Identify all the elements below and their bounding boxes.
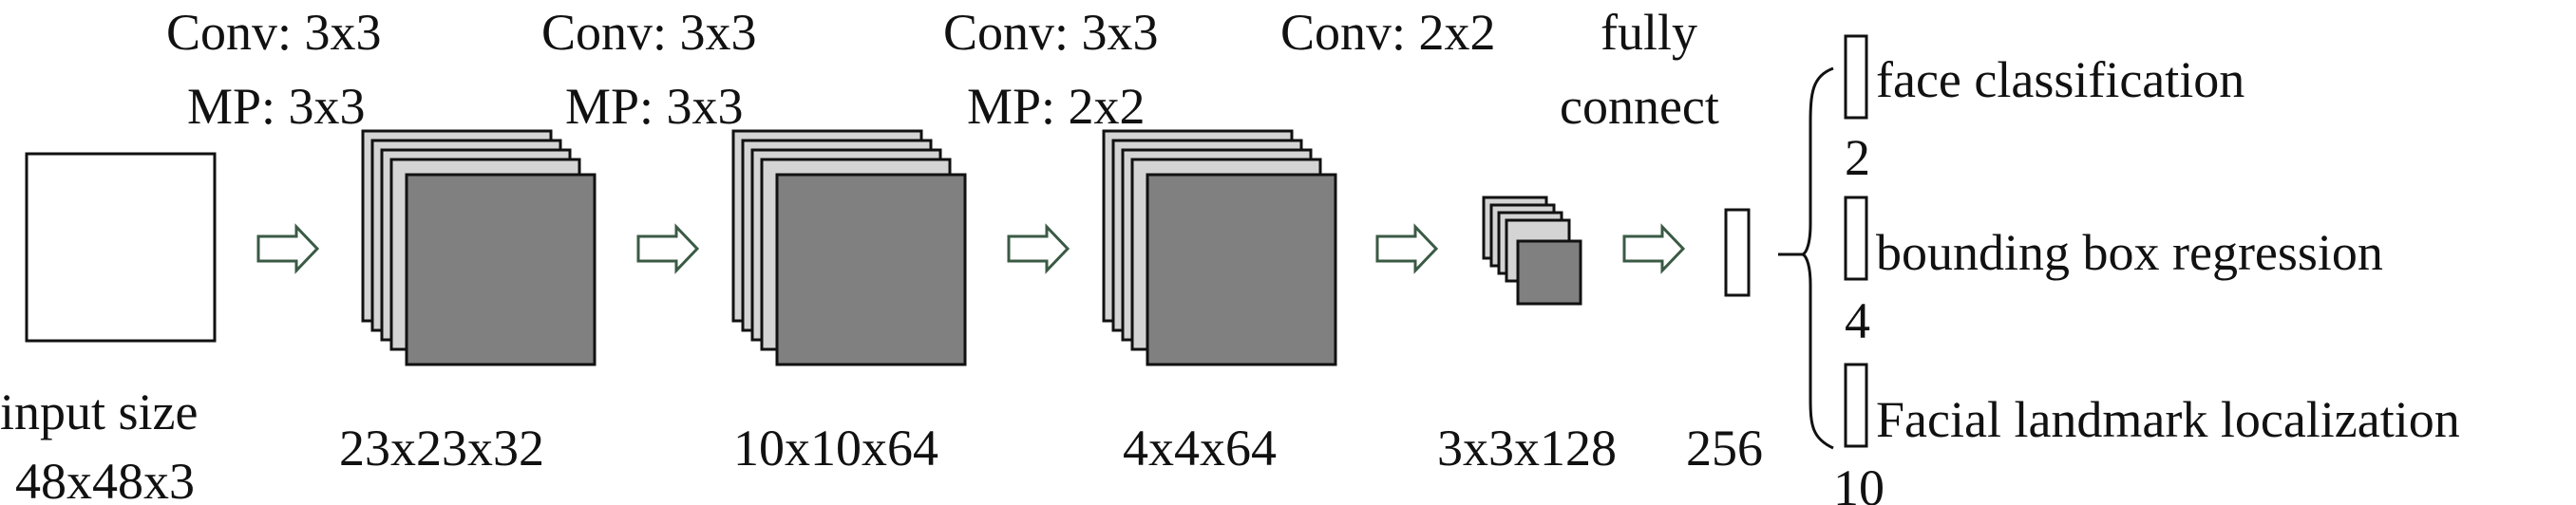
input-image-box [25,152,217,343]
fc-label-line2: connect [1560,78,1719,135]
arrow-conv3-to-conv4 [1375,223,1439,274]
arrow-conv1-to-conv2 [636,223,700,274]
conv4-feature-front [1516,239,1582,306]
conv4-feature-stack [1482,196,1582,306]
conv3-kernel-label: Conv: 3x3 [943,4,1159,61]
conv1-output-size: 23x23x32 [339,420,544,477]
conv1-feature-front [405,173,597,366]
conv3-feature-front [1146,173,1337,366]
outputs-brace [1799,66,1834,450]
conv2-pool-label: MP: 3x3 [565,78,744,135]
conv1-pool-label: MP: 3x3 [187,78,366,135]
arrow-conv2-to-conv3 [1007,223,1070,274]
landmark-localization-output-box [1844,363,1868,448]
bbox-regression-label: bounding box regression [1876,224,2383,281]
conv3-pool-label: MP: 2x2 [967,78,1146,135]
bbox-regression-dim: 4 [1845,292,1870,349]
arrow-input-to-conv1 [256,223,320,274]
face-classification-label: face classification [1876,51,2245,108]
conv2-output-size: 10x10x64 [733,420,938,477]
arrow-conv4-to-fc [1622,223,1686,274]
conv4-output-size: 3x3x128 [1437,420,1617,477]
conv2-feature-stack [731,129,967,366]
bbox-regression-output-box [1844,196,1868,281]
face-classification-dim: 2 [1845,129,1870,186]
input-size-label: input size [0,383,198,440]
input-dims-label: 48x48x3 [15,453,195,505]
face-classification-output-box [1844,34,1868,120]
landmark-localization-label: Facial landmark localization [1876,391,2460,448]
fc-label-line1: fully [1601,4,1697,61]
conv1-feature-stack [361,129,597,366]
conv2-feature-front [775,173,967,366]
conv3-output-size: 4x4x64 [1123,420,1277,477]
conv3-feature-stack [1102,129,1337,366]
fc-vector-box [1724,208,1751,297]
fc-output-size: 256 [1686,420,1763,477]
conv1-kernel-label: Conv: 3x3 [166,4,382,61]
conv2-kernel-label: Conv: 3x3 [541,4,757,61]
landmark-localization-dim: 10 [1833,459,1885,505]
conv4-kernel-label: Conv: 2x2 [1280,4,1496,61]
